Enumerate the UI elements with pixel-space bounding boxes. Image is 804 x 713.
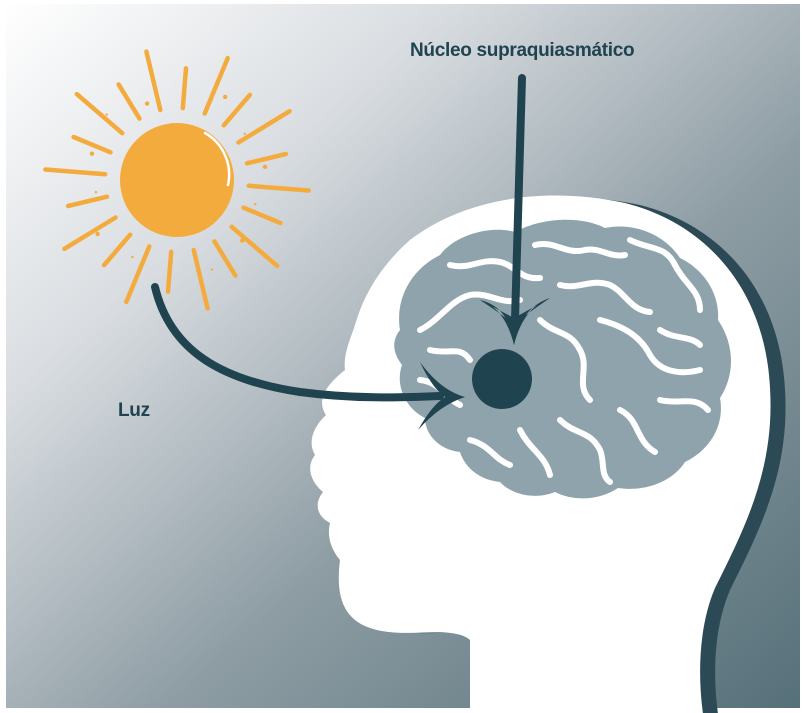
sun-sparkle [145, 101, 149, 105]
light-label: Luz [118, 400, 150, 422]
sun-sparkle [263, 165, 267, 169]
sun-ray [183, 68, 186, 108]
sun-ray [168, 252, 171, 292]
sun-sparkle [169, 260, 173, 264]
sun-sparkle [131, 256, 133, 258]
nucleus-label: Núcleo supraquiasmático [410, 40, 634, 62]
sun-sparkle [95, 191, 97, 193]
sun-sparkle [211, 268, 213, 270]
sun-sparkle [254, 203, 256, 205]
sun-sparkle [95, 232, 99, 236]
nucleus-dot-icon [472, 349, 532, 409]
sun-sparkle [240, 238, 244, 242]
sun-sparkle [183, 90, 185, 92]
sun-sparkle [106, 113, 108, 115]
sun-sparkle [90, 152, 94, 156]
sun-sparkle [244, 133, 246, 135]
sun-sparkle [223, 95, 227, 99]
